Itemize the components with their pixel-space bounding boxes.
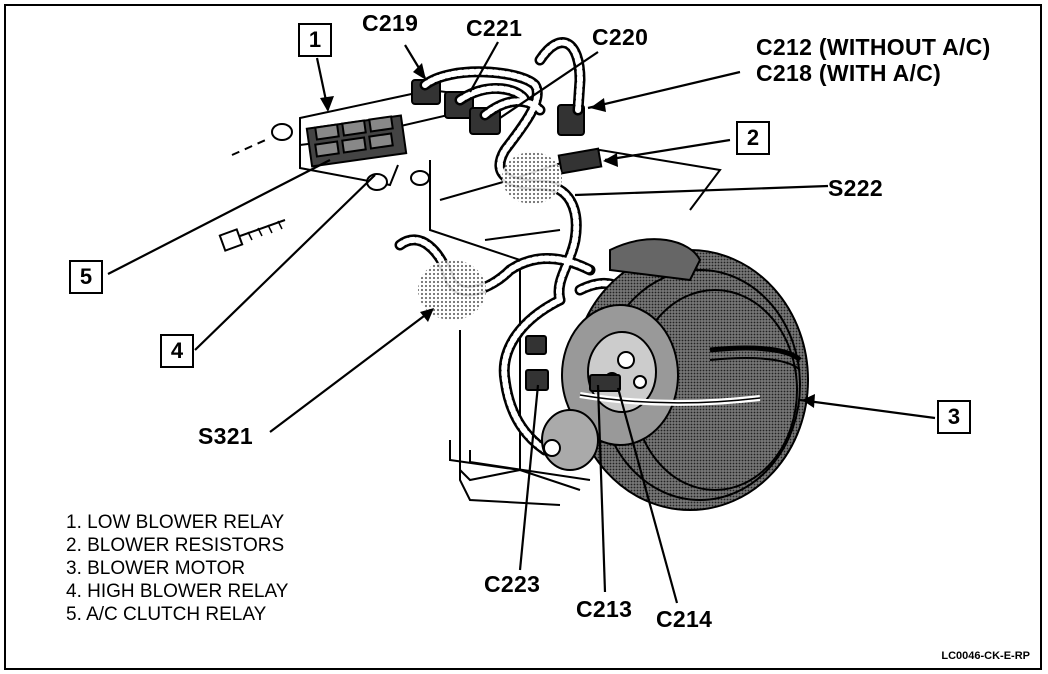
- label-c212: C212 (WITHOUT A/C): [756, 34, 991, 60]
- callout-5: 5: [69, 260, 103, 294]
- label-c223: C223: [484, 571, 541, 597]
- figure-border: [4, 4, 1042, 670]
- legend-item: 1. LOW BLOWER RELAY: [66, 512, 285, 533]
- label-s222: S222: [828, 175, 883, 201]
- callout-1: 1: [298, 23, 332, 57]
- wire-harness: [394, 37, 630, 456]
- label-s321: S321: [198, 423, 253, 449]
- component-legend: 1. LOW BLOWER RELAY 2. BLOWER RESISTORS …: [66, 511, 288, 626]
- bolt: [218, 219, 286, 252]
- figure-reference: LC0046-CK-E-RP: [941, 650, 1030, 662]
- callout-2: 2: [736, 121, 770, 155]
- legend-item: 3. BLOWER MOTOR: [66, 558, 246, 579]
- label-c221: C221: [466, 15, 523, 41]
- label-c219: C219: [362, 10, 419, 36]
- legend-item: 5. A/C CLUTCH RELAY: [66, 604, 267, 625]
- leader-arrowheads: [320, 63, 815, 408]
- label-c213: C213: [576, 596, 633, 622]
- legend-item: 4. HIGH BLOWER RELAY: [66, 581, 289, 602]
- splice-shading: [418, 152, 562, 320]
- label-c220: C220: [592, 24, 649, 50]
- legend-item: 2. BLOWER RESISTORS: [66, 535, 285, 556]
- callout-4: 4: [160, 334, 194, 368]
- label-c218: C218 (WITH A/C): [756, 60, 942, 86]
- label-c214: C214: [656, 606, 713, 632]
- callout-3: 3: [937, 400, 971, 434]
- blower-motor: [541, 238, 809, 511]
